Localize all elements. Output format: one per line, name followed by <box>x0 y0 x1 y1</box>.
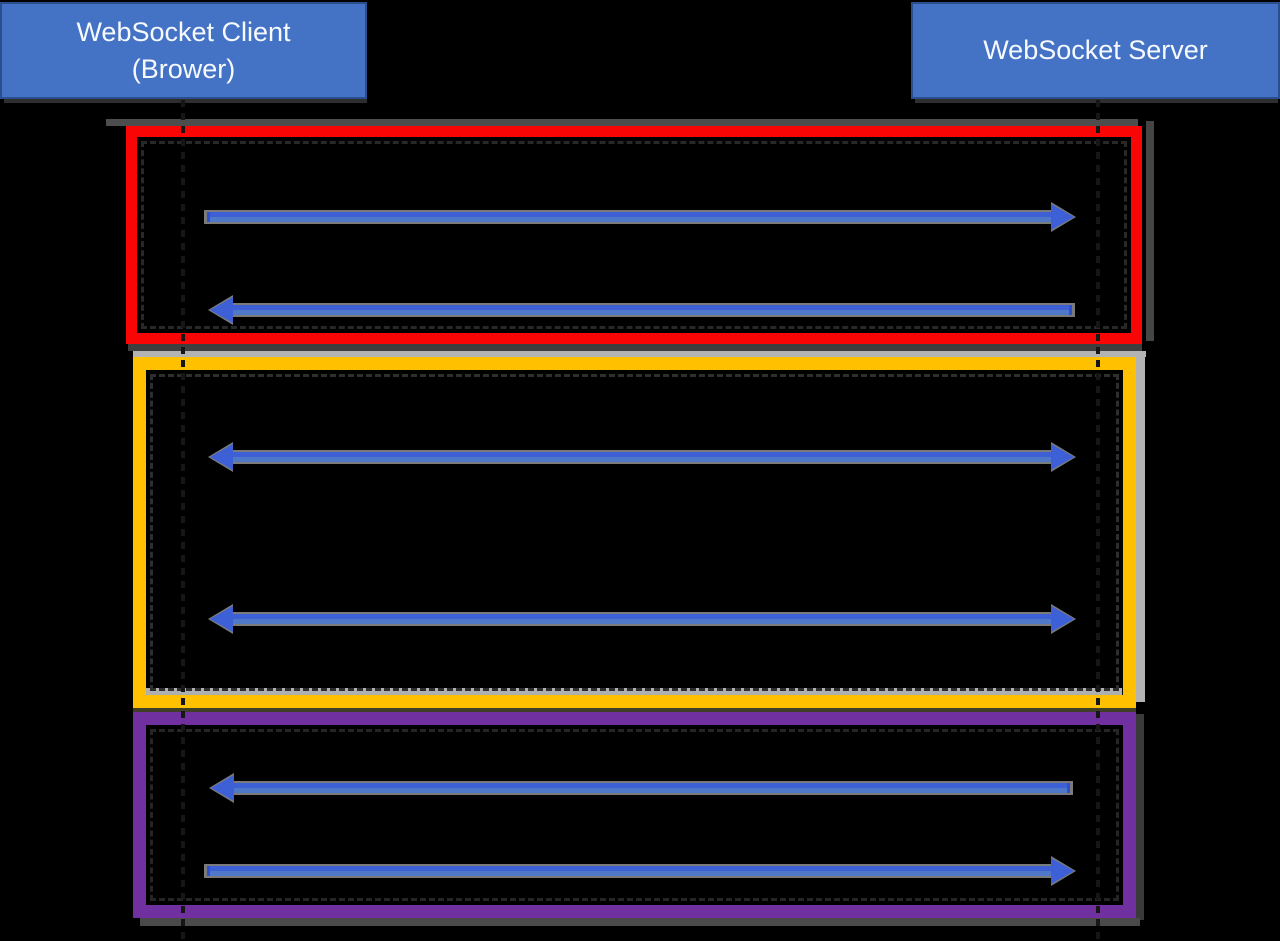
arrow-start-dot <box>207 866 210 876</box>
arrow-shaft <box>230 619 1054 624</box>
actor-client-title: WebSocket Client <box>76 17 291 48</box>
arrow-shaft <box>207 217 1054 222</box>
actor-client-subtitle: (Brower) <box>131 53 236 84</box>
arrow-shaft <box>207 866 1054 871</box>
message-arrow-6-to-server <box>204 856 1076 886</box>
left-arrowhead-icon <box>210 297 233 323</box>
arrow-end-dot <box>1069 305 1072 315</box>
client-lifeline <box>181 100 185 941</box>
actor-server-title: WebSocket Server <box>983 35 1208 66</box>
left-arrowhead-icon <box>210 444 233 470</box>
arrow-start-dot <box>207 212 210 222</box>
message-arrow-5-to-client <box>209 773 1073 803</box>
shadow-band <box>133 708 1136 712</box>
shadow-band <box>140 918 1140 926</box>
arrow-shaft <box>231 783 1070 788</box>
shadow-band <box>1146 121 1154 341</box>
message-arrow-3-bidirectional <box>208 442 1076 472</box>
phase-inner-dashed-outline <box>150 374 1119 691</box>
actor-server-box: WebSocket Server <box>911 2 1280 99</box>
message-arrow-2-to-client <box>208 295 1075 325</box>
right-arrowhead-icon <box>1051 204 1074 230</box>
shadow-band <box>133 351 1146 357</box>
message-arrow-1-to-server <box>204 202 1076 232</box>
arrow-shaft <box>230 457 1054 462</box>
right-arrowhead-icon <box>1051 858 1074 884</box>
arrow-shaft <box>230 614 1054 619</box>
shadow-band <box>1136 352 1145 702</box>
arrow-shaft <box>230 310 1072 315</box>
arrow-shaft <box>230 452 1054 457</box>
shadow-band <box>4 99 367 103</box>
right-arrowhead-icon <box>1051 444 1074 470</box>
phase-box-data-transfer <box>133 357 1136 708</box>
actor-client-label: WebSocket Client (Brower) <box>76 14 290 87</box>
left-arrowhead-icon <box>210 606 233 632</box>
shadow-band <box>106 119 1138 126</box>
arrow-shaft <box>231 788 1070 793</box>
shadow-band <box>146 688 1122 695</box>
arrow-end-dot <box>1067 783 1070 793</box>
actor-server-label: WebSocket Server <box>983 32 1208 68</box>
arrow-shaft <box>207 212 1054 217</box>
message-arrow-4-bidirectional <box>208 604 1076 634</box>
shadow-band <box>128 344 1142 351</box>
left-arrowhead-icon <box>211 775 234 801</box>
right-arrowhead-icon <box>1051 606 1074 632</box>
shadow-band <box>1136 714 1144 920</box>
arrow-shaft <box>230 305 1072 310</box>
arrow-shaft <box>207 871 1054 876</box>
actor-client-box: WebSocket Client (Brower) <box>0 2 367 99</box>
server-lifeline <box>1096 100 1100 941</box>
